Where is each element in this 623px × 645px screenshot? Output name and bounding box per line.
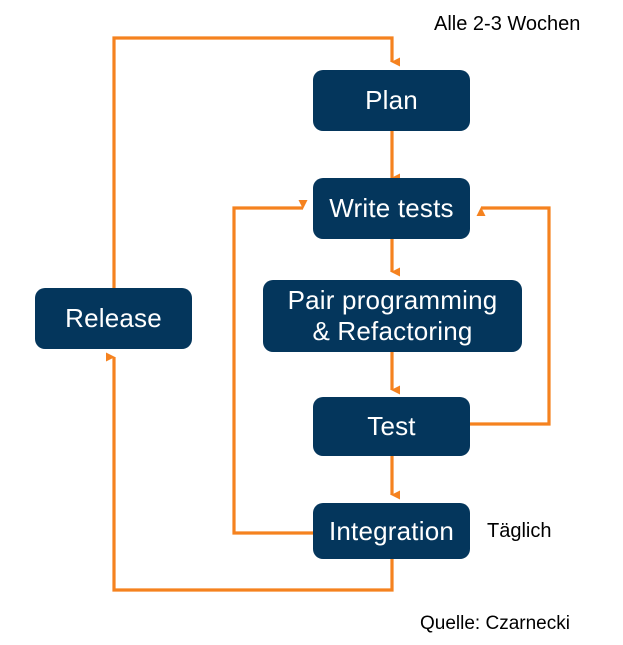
annotation-integration-cadence: Täglich [487, 520, 552, 542]
connector-integration-to-write-tests [232, 200, 313, 535]
node-write-tests-label: Write tests [329, 193, 454, 224]
node-integration-label: Integration [328, 515, 455, 546]
node-pair-programming[interactable]: Pair programming & Refactoring [263, 280, 522, 352]
node-plan[interactable]: Plan [313, 70, 470, 131]
node-release[interactable]: Release [35, 288, 192, 349]
node-write-tests[interactable]: Write tests [313, 178, 470, 239]
node-test-label: Test [367, 411, 416, 442]
node-pair-programming-label: Pair programming & Refactoring [287, 285, 498, 346]
source-credit: Quelle: Czarnecki [420, 613, 570, 634]
node-plan-label: Plan [365, 85, 418, 116]
annotation-release-cadence: Alle 2-3 Wochen [434, 13, 581, 35]
connector-release-to-plan [112, 36, 400, 288]
connector-test-to-write-tests [470, 206, 551, 426]
node-test[interactable]: Test [313, 397, 470, 456]
connector-integration-to-release [106, 352, 394, 592]
node-integration[interactable]: Integration [313, 503, 470, 559]
node-release-label: Release [65, 303, 162, 334]
